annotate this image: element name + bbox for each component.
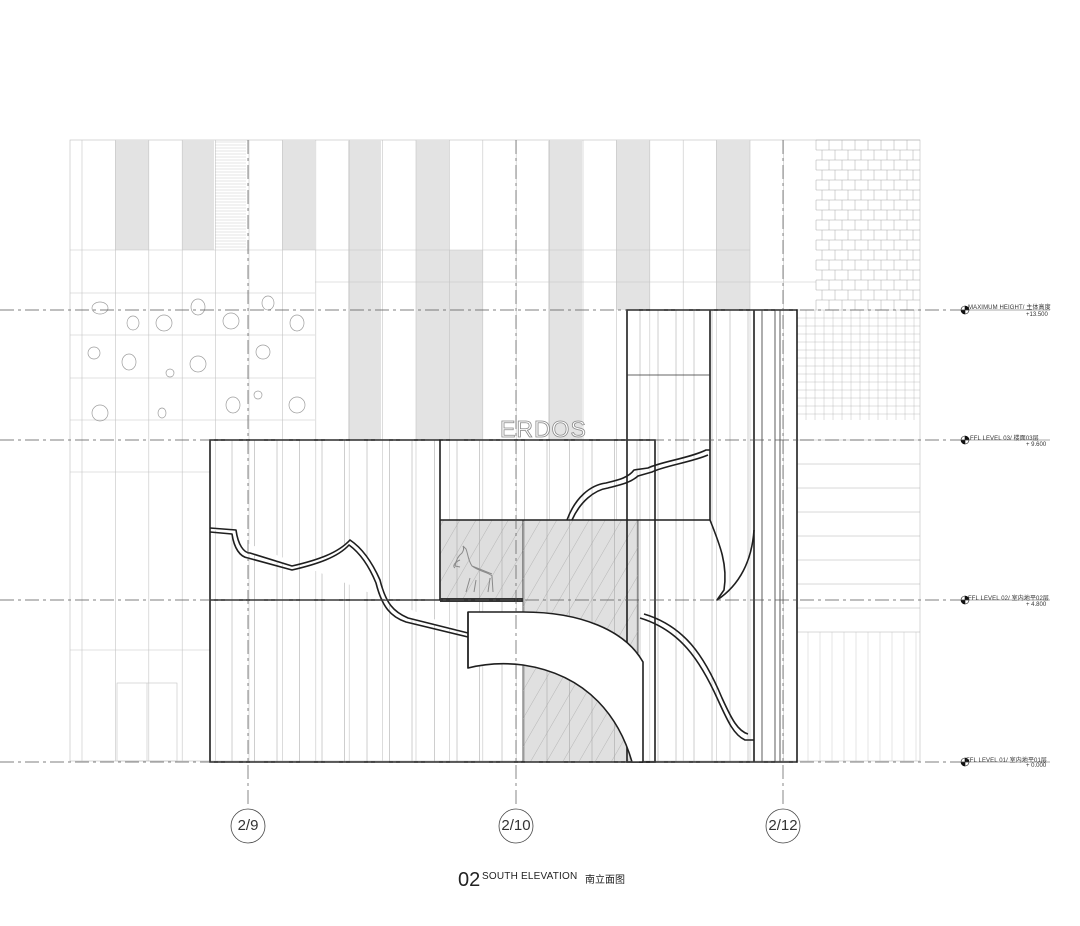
grid-axes bbox=[247, 140, 784, 808]
background-buildings bbox=[69, 139, 921, 762]
level-label-ffl03: FFL LEVEL 03/ 楼面03层 bbox=[970, 436, 1039, 442]
stair-ramp bbox=[467, 611, 644, 763]
grid-label-2-12: 2/12 bbox=[768, 817, 798, 834]
grid-label-2-10: 2/10 bbox=[501, 817, 531, 834]
level-markers bbox=[960, 305, 1050, 767]
level-label-ffl01: FFL LEVEL 01/ 室内地平01层 bbox=[966, 758, 1048, 764]
level-label-max-height: MAXIMUM HEIGHT/ 主体高度 bbox=[968, 305, 1051, 311]
brand-sign: ERDOS bbox=[500, 416, 587, 443]
level-value-ffl03: + 9.600 bbox=[1026, 442, 1047, 448]
level-label-ffl02: FFL LEVEL 02/ 室内地平02层 bbox=[968, 596, 1050, 602]
drawing-title-english: SOUTH ELEVATION bbox=[482, 871, 578, 882]
level-value-ffl01: + 0.000 bbox=[1026, 763, 1047, 769]
left-cutout-edge bbox=[209, 527, 469, 634]
drawing-number: 02 bbox=[458, 869, 481, 891]
goat-sculpture bbox=[453, 545, 494, 593]
main-building bbox=[209, 309, 798, 763]
level-value-max-height: +13.500 bbox=[1026, 312, 1048, 318]
drawing-title-chinese: 南立面图 bbox=[585, 875, 625, 886]
grid-label-2-9: 2/9 bbox=[237, 817, 259, 834]
level-value-ffl02: + 4.800 bbox=[1026, 602, 1047, 608]
grid-bubbles bbox=[230, 808, 801, 844]
perforation-pattern bbox=[87, 295, 306, 422]
upper-cutout bbox=[566, 449, 710, 521]
level-lines bbox=[0, 309, 960, 763]
